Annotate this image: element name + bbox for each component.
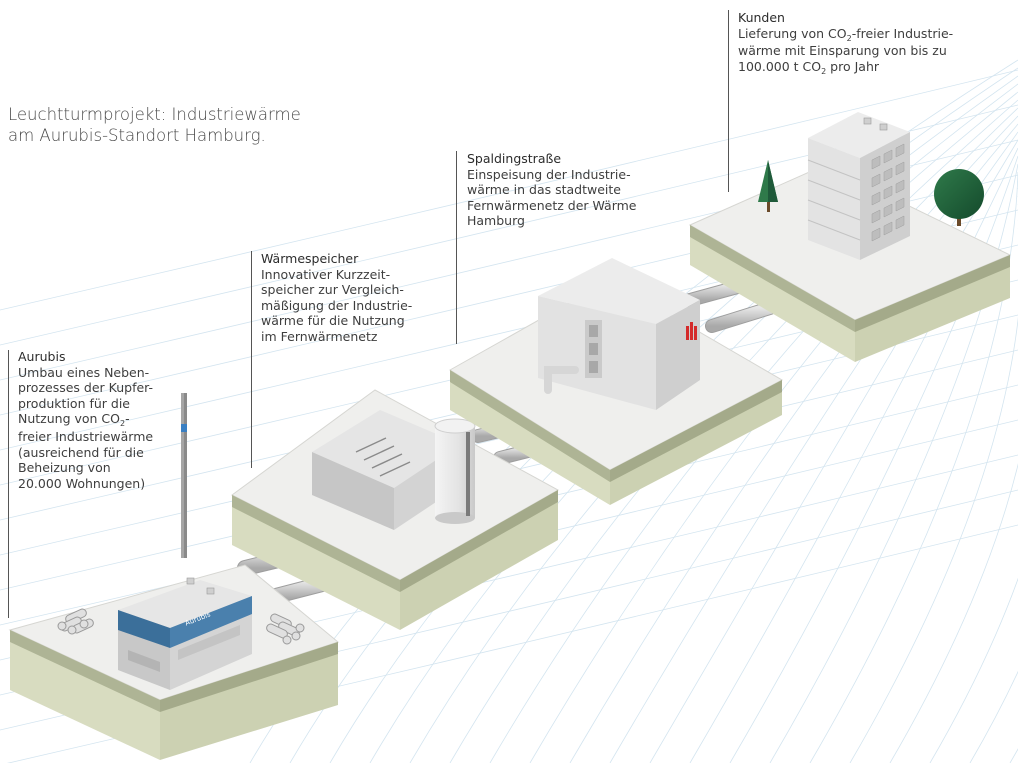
text-spalding: Spaldingstraße Einspeisung der Industrie… (467, 151, 667, 229)
pipe-bundle-right (266, 613, 305, 645)
callout-line-spalding (456, 151, 457, 344)
desc-aurubis-4: Nutzung von CO2- (18, 411, 130, 429)
desc-aurubis-2: prozesses der Kupfer- (18, 380, 154, 396)
callout-line-aurubis (8, 350, 9, 618)
desc-customers-3: 100.000 t CO2 pro Jahr (738, 58, 880, 76)
desc-aurubis-5: freier Industriewärme (18, 428, 154, 444)
label-spalding: Spaldingstraße (467, 151, 562, 166)
callout-line-storage (251, 251, 252, 468)
desc-storage-4: wärme für die Nutzung (261, 313, 405, 329)
desc-aurubis-7: Beheizung von (18, 460, 111, 476)
desc-aurubis-8: 20.000 Wohnungen) (18, 475, 146, 491)
desc-spalding-1: Einspeisung der Industrie- (467, 166, 631, 182)
desc-storage-1: Innovativer Kurzzeit- (261, 266, 391, 282)
desc-storage-2: speicher zur Vergleich- (261, 282, 404, 298)
title-line-1: Leuchtturmprojekt: Industriewärme (8, 105, 301, 124)
desc-aurubis-6: (ausreichend für die (18, 444, 144, 460)
desc-customers-1: Lieferung von CO2-freier Industrie- (738, 25, 954, 43)
callout-line-customers (728, 10, 729, 192)
text-aurubis: Aurubis Umbau eines Neben- prozesses der… (18, 349, 188, 491)
heat-storage-silo (434, 418, 476, 524)
desc-storage-5: im Fernwärmenetz (261, 328, 378, 344)
text-storage: Wärmespeicher Innovativer Kurzzeit- spei… (261, 251, 451, 345)
desc-aurubis-3: produktion für die (18, 395, 130, 411)
label-storage: Wärmespeicher (261, 251, 359, 266)
text-customers: Kunden Lieferung von CO2-freier Industri… (738, 10, 1008, 76)
pipe-bundle-left (57, 608, 94, 635)
desc-aurubis-1: Umbau eines Neben- (18, 364, 150, 380)
aurubis-building (118, 577, 252, 690)
label-customers: Kunden (738, 10, 785, 25)
desc-spalding-2: wärme in das stadtweite (467, 182, 621, 198)
label-aurubis: Aurubis (18, 349, 66, 364)
hamburg-logo-icon (686, 322, 697, 340)
desc-storage-3: mäßigung der Industrie- (261, 297, 413, 313)
round-tree (934, 169, 984, 226)
apartment-building (807, 112, 910, 260)
platform-aurubis (8, 564, 340, 760)
desc-spalding-3: Fernwärmenetz der Wärme (467, 197, 637, 213)
desc-spalding-4: Hamburg (467, 213, 525, 229)
desc-customers-2: wärme mit Einsparung von bis zu (738, 43, 947, 59)
storage-hall (312, 410, 460, 530)
conifer-tree (758, 160, 778, 212)
title-line-2: am Aurubis-Standort Hamburg. (8, 126, 266, 145)
chimney (181, 393, 187, 558)
page-title: Leuchtturmprojekt: Industriewärme am Aur… (8, 104, 308, 146)
